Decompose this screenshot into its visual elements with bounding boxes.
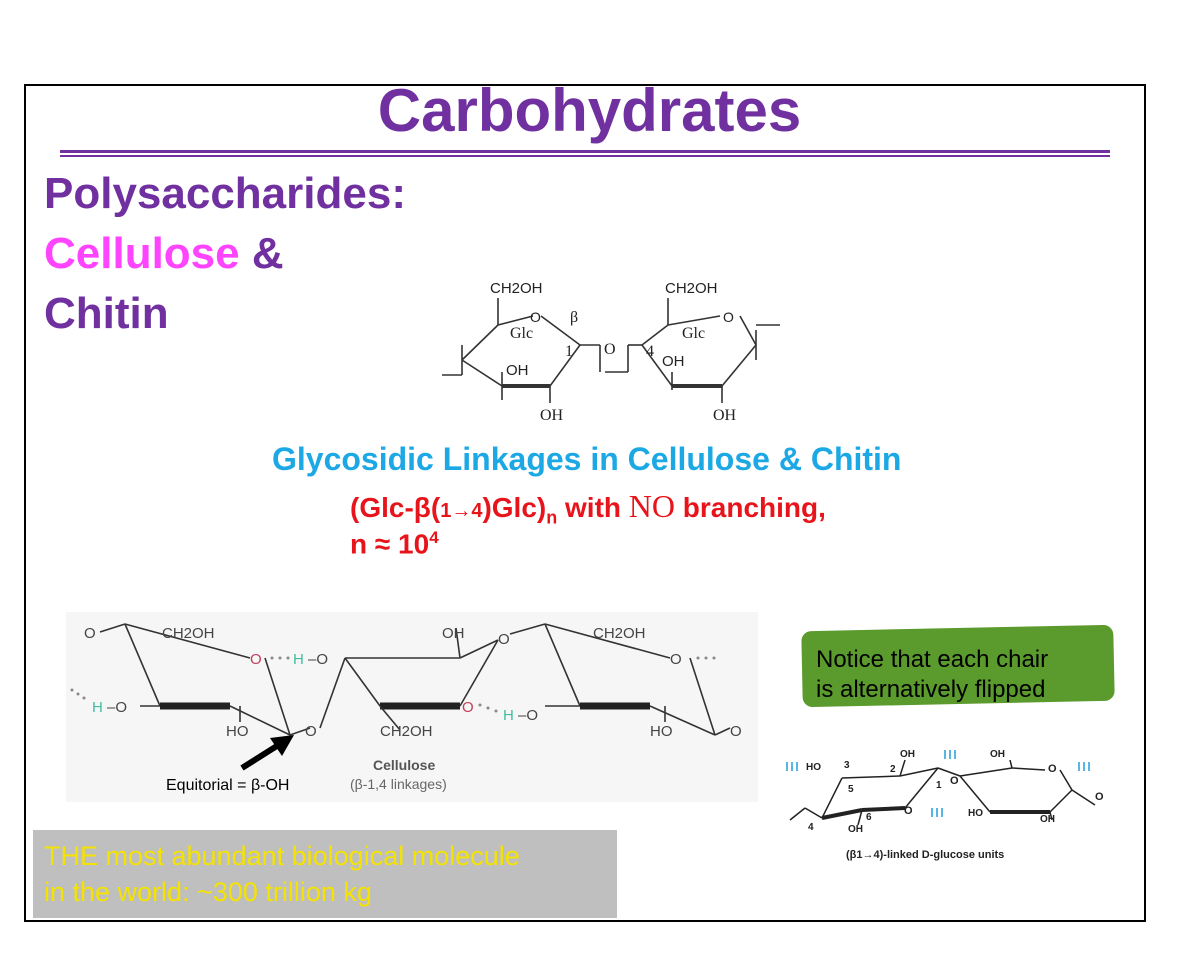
top-ch2oh-left: CH2OH bbox=[490, 280, 543, 297]
gu-caption: (β1→4)-linked D-glucose units bbox=[846, 849, 1004, 861]
gu-oh-d: OH bbox=[1040, 814, 1055, 825]
cell-o-7: O bbox=[670, 651, 682, 668]
cell-o-3: –O bbox=[107, 699, 127, 716]
abundance-text: THE most abundant biological molecule in… bbox=[44, 839, 520, 911]
formula-line-2: n ≈ 104 bbox=[350, 528, 439, 560]
cell-o-8: O bbox=[730, 723, 742, 740]
formula-sub-n: n bbox=[546, 507, 558, 528]
equatorial-arrow-shaft bbox=[240, 741, 282, 771]
formula-part3: with bbox=[557, 492, 629, 523]
left-ring-top1 bbox=[497, 315, 534, 326]
slide-title: Carbohydrates bbox=[377, 77, 802, 144]
abundance-line-2: in the world: ~300 trillion kg bbox=[44, 876, 372, 907]
top-oh-ring-right: OH bbox=[662, 353, 685, 370]
top-pos1: 1 bbox=[565, 343, 573, 360]
cell-h-0: H bbox=[92, 699, 103, 716]
top-oh-bottom-left: OH bbox=[540, 407, 564, 424]
gu-n3: 3 bbox=[844, 760, 850, 771]
abundance-line-1: THE most abundant biological molecule bbox=[44, 841, 520, 871]
cell-o-5: O bbox=[498, 631, 510, 648]
glucose-units-drawing bbox=[789, 759, 1096, 826]
cell-ho-1: HO bbox=[226, 723, 249, 740]
top-glc-right: Glc bbox=[682, 325, 705, 342]
equatorial-label: Equitorial = β-OH bbox=[166, 777, 289, 794]
abundance-callout bbox=[33, 830, 617, 918]
gu-o-end: O bbox=[1095, 791, 1104, 803]
top-pos4: 4 bbox=[646, 343, 654, 360]
formula-line-1: (Glc-β(1→4)Glc)n with NO branching, bbox=[350, 488, 826, 529]
right-ring-top1 bbox=[667, 315, 721, 326]
title-divider bbox=[60, 150, 1110, 153]
right-ring-top2 bbox=[739, 315, 757, 346]
cell-o-1: O bbox=[84, 625, 96, 642]
left-ring-top2 bbox=[540, 315, 581, 346]
cell-o-6: –O bbox=[518, 707, 538, 724]
top-beta: β bbox=[570, 309, 578, 326]
cell-ch2oh-1: CH2OH bbox=[162, 625, 215, 642]
left-ring-left bbox=[461, 324, 499, 361]
gu-ho: HO bbox=[806, 762, 821, 773]
left-ring-right bbox=[549, 344, 581, 387]
cell-ch2oh-mid: CH2OH bbox=[380, 723, 433, 740]
right-ring-right bbox=[721, 344, 757, 387]
top-ring-o-left: O bbox=[530, 309, 541, 325]
heading-cellulose: Cellulose & bbox=[44, 232, 284, 276]
cell-ho-2: HO bbox=[650, 723, 673, 740]
formula-n-approx: n ≈ 10 bbox=[350, 528, 430, 560]
gu-n2: 2 bbox=[890, 764, 896, 775]
heading-polysaccharides: Polysaccharides: bbox=[44, 169, 406, 218]
gu-o-link: O bbox=[950, 775, 959, 787]
top-glc-left: Glc bbox=[510, 325, 533, 342]
cell-o-red-1: O bbox=[250, 651, 262, 668]
gu-n1: 1 bbox=[936, 780, 942, 791]
top-link-o: O bbox=[604, 341, 616, 358]
gu-n6: 6 bbox=[866, 812, 872, 823]
equatorial-arrow-head bbox=[270, 735, 294, 756]
cell-oh-top: OH bbox=[442, 625, 465, 642]
cellulose-word: Cellulose bbox=[44, 229, 240, 278]
cellulose-chain bbox=[99, 623, 731, 736]
formula-exponent: 4 bbox=[429, 528, 439, 547]
left-ring-bottom-left bbox=[461, 359, 503, 387]
ampersand: & bbox=[239, 229, 284, 278]
right-ring-bottom-left bbox=[641, 344, 673, 387]
cell-h-1: H bbox=[293, 651, 304, 668]
gu-n5: 5 bbox=[848, 784, 854, 795]
cell-h-2: H bbox=[503, 707, 514, 724]
cell-label: Cellulose bbox=[373, 757, 435, 773]
formula-no: NO bbox=[628, 488, 675, 524]
note-line-1: Notice that each chair bbox=[816, 646, 1049, 673]
top-ring-o-right: O bbox=[723, 309, 734, 325]
gu-oh-b: OH bbox=[990, 749, 1005, 760]
top-disaccharide bbox=[442, 298, 780, 403]
heading-chitin: Chitin bbox=[44, 289, 169, 338]
hbond-ticks bbox=[786, 750, 1090, 817]
gu-o-ring: O bbox=[904, 805, 913, 817]
gu-oh-a: OH bbox=[900, 749, 915, 760]
formula-part1: (Glc-β( bbox=[350, 492, 441, 523]
note-line-2: is alternatively flipped bbox=[816, 676, 1046, 703]
right-ring-left bbox=[641, 324, 669, 346]
top-ch2oh-right: CH2OH bbox=[665, 280, 718, 297]
gu-oh-c: OH bbox=[848, 824, 863, 835]
gu-n4: 4 bbox=[808, 822, 814, 833]
chair-flip-note: Notice that each chair is alternatively … bbox=[816, 645, 1048, 705]
cell-sublabel: (β-1,4 linkages) bbox=[350, 776, 447, 792]
formula-part2: )Glc) bbox=[482, 492, 547, 523]
linkage-caption: Glycosidic Linkages in Cellulose & Chiti… bbox=[272, 441, 902, 477]
top-oh-ring-left: OH bbox=[506, 362, 529, 379]
gu-o-ring-2: O bbox=[1048, 763, 1057, 775]
title-divider-secondary bbox=[60, 155, 1110, 157]
cell-o-red-2: O bbox=[462, 699, 474, 716]
gu-ho-b: HO bbox=[968, 808, 983, 819]
formula-part4: branching, bbox=[675, 492, 826, 523]
formula-arrow: 1→4 bbox=[440, 500, 483, 522]
top-oh-bottom-right: OH bbox=[713, 407, 737, 424]
cell-o-4: O bbox=[305, 723, 317, 740]
cell-ch2oh-3: CH2OH bbox=[593, 625, 646, 642]
cell-o-2: –O bbox=[308, 651, 328, 668]
